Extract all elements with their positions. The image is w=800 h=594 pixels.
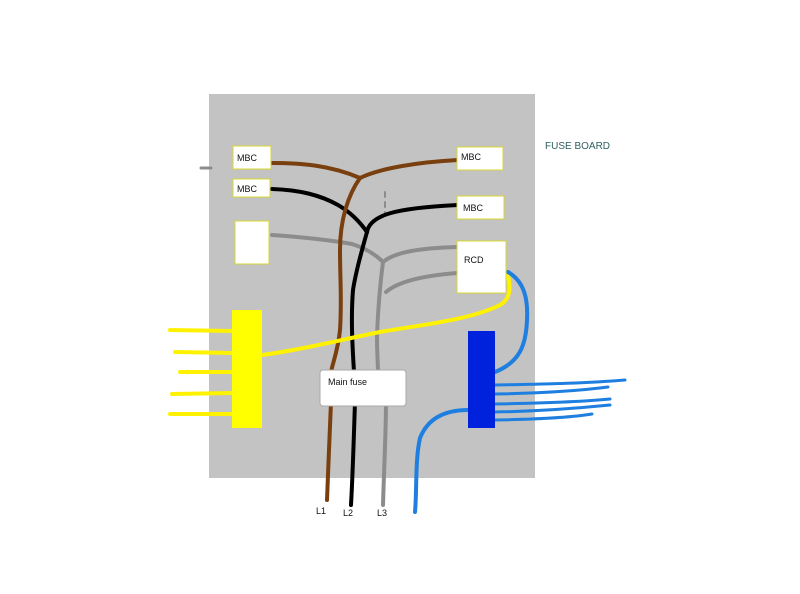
brown-wire-right: [358, 158, 460, 180]
main-fuse-label: Main fuse: [328, 377, 367, 387]
brown-wire-left: [270, 161, 362, 180]
rcd-box: [456, 240, 507, 294]
main-fuse-box: [319, 369, 407, 407]
neutral-wire-supply: [413, 408, 470, 514]
diagram-title: FUSE BOARD: [545, 141, 610, 152]
grey-wire-rcd-low: [384, 271, 460, 294]
black-wire-l2: [349, 230, 369, 507]
phase-l1-label: L1: [316, 506, 326, 516]
mbc-left-top-label: MBC: [237, 153, 258, 163]
earth-bar: [232, 310, 262, 428]
mbc-right-mid-box: [456, 195, 505, 220]
mbc-left-top-box: [232, 145, 272, 170]
mbc-right-top-label: MBC: [461, 152, 482, 162]
rcd-label: RCD: [464, 255, 484, 265]
black-wire-right: [365, 203, 460, 234]
neutral-bar: [468, 331, 495, 428]
brown-wire-l1: [325, 176, 362, 502]
grey-wire-blank: [270, 233, 385, 264]
black-wire-left: [270, 187, 369, 234]
phase-l2-label: L2: [343, 508, 353, 518]
neutral-wire-rcd: [493, 270, 530, 374]
mbc-right-top-box: [456, 146, 504, 171]
neutral-terminals: [493, 378, 627, 422]
earth-terminals: [168, 328, 234, 416]
blank-breaker-box: [234, 220, 270, 265]
mbc-right-mid-label: MBC: [463, 203, 484, 213]
mbc-left-mid-box: [232, 178, 271, 198]
grey-wire-rcd-top: [381, 245, 460, 264]
earth-wire: [260, 273, 512, 357]
phase-l3-label: L3: [377, 508, 387, 518]
mbc-left-mid-label: MBC: [237, 184, 258, 194]
grey-wire-l3: [375, 260, 388, 507]
